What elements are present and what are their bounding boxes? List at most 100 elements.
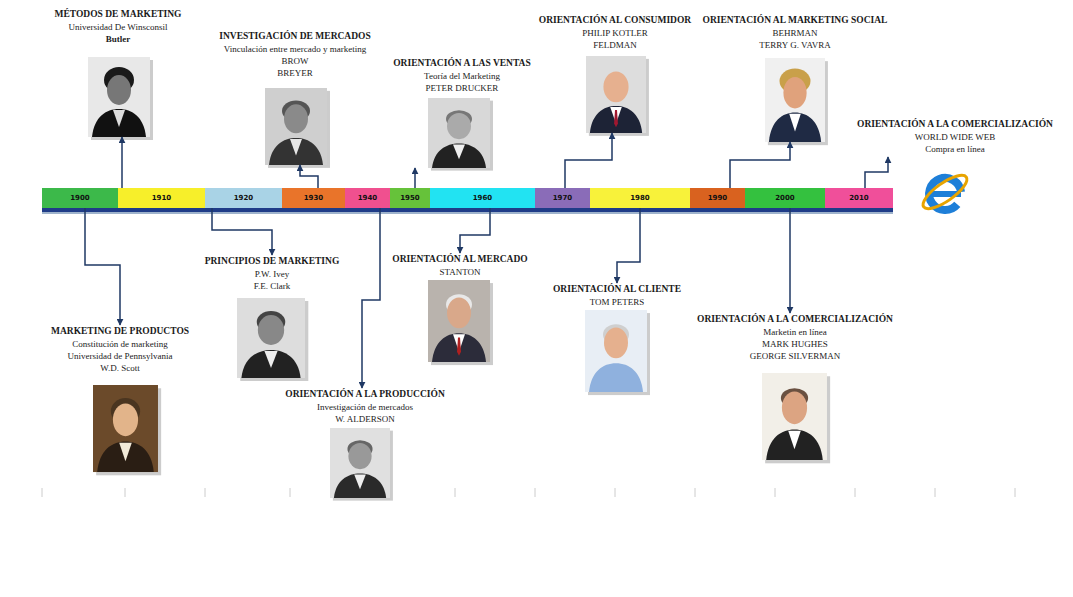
year-segment: 1930 — [282, 188, 345, 208]
entry-detail: BEHRMAN — [703, 27, 888, 39]
portrait-photo — [428, 98, 493, 171]
year-label: 1970 — [553, 194, 572, 202]
entry-detail: Vinculación entre mercado y marketing — [219, 43, 371, 55]
portrait-photo — [765, 58, 828, 145]
body — [432, 333, 486, 362]
collar — [290, 139, 302, 155]
tie — [457, 337, 461, 355]
timeline-connector — [300, 165, 318, 188]
portrait-photo — [330, 428, 393, 501]
timeline-connector — [789, 208, 791, 313]
photo-ground — [88, 57, 150, 137]
entry-heading: ORIENTACIÓN AL MERCADO — [392, 253, 528, 266]
photo-ground — [265, 88, 327, 165]
timeline-entry: MARKETING DE PRODUCTOSConstitución de ma… — [49, 325, 192, 472]
entry-detail: STANTON — [392, 266, 528, 278]
entry-heading: MARKETING DE PRODUCTOS — [51, 325, 190, 338]
timeline-entry: INVESTIGACIÓN DE MERCADOSVinculación ent… — [217, 30, 373, 165]
entry-detail: Investigación de mercados — [285, 401, 445, 413]
timeline-entry: PRINCIPIOS DE MARKETINGP.W. IveyF.E. Cla… — [203, 255, 342, 378]
portrait-photo — [265, 88, 330, 168]
timeline-connector — [460, 208, 490, 253]
entry-detail: WORLD WIDE WEB — [857, 131, 1053, 143]
photo-ground — [585, 310, 647, 392]
face — [447, 113, 471, 139]
timeline-entry: MÉTODOS DE MARKETINGUniversidad De Winsc… — [52, 8, 184, 137]
entry-heading: ORIENTACIÓN AL CLIENTE — [553, 283, 682, 296]
year-label: 2000 — [775, 194, 794, 202]
timeline-connector — [565, 133, 612, 188]
entry-detail: Universidad de Pennsylvania — [51, 350, 190, 362]
entry-detail: Universidad De Winsconsil — [54, 21, 182, 33]
year-label: 1980 — [630, 194, 649, 202]
body — [334, 474, 386, 499]
collar — [788, 431, 801, 449]
timeline-entry: ORIENTACIÓN A LA COMERCIALIZACIÓNMarketi… — [695, 313, 895, 460]
collar — [354, 474, 366, 489]
tie — [614, 110, 618, 127]
year-label: 1900 — [70, 194, 89, 202]
timeline-connector — [730, 142, 790, 188]
tick — [455, 488, 456, 497]
tick — [535, 488, 536, 497]
year-segment: 1990 — [690, 188, 745, 208]
year-segment: 2010 — [825, 188, 893, 208]
collar — [113, 110, 125, 127]
entry-detail: TOM PETERS — [553, 296, 682, 308]
entry-detail: Compra en línea — [857, 143, 1053, 155]
year-segment: 1970 — [535, 188, 590, 208]
tick — [1015, 488, 1016, 497]
timeline-connector — [617, 208, 640, 283]
timeline-entry: ORIENTACIÓN AL CONSUMIDORPHILIP KOTLERFE… — [537, 14, 694, 133]
year-label: 1910 — [152, 194, 171, 202]
timeline-entry: ORIENTACIÓN AL MERCADOSTANTON — [390, 253, 530, 362]
face — [604, 327, 628, 358]
tick — [42, 488, 43, 497]
entry-detail: BROW — [219, 55, 371, 67]
scale-ticks — [42, 488, 1015, 497]
tick — [125, 488, 126, 497]
timeline-entry: ORIENTACIÓN A LAS VENTASTeoría del Marke… — [391, 57, 533, 168]
entry-detail: P.W. Ivey — [205, 268, 340, 280]
photo-ground — [586, 56, 646, 133]
year-segment: 2000 — [745, 188, 825, 208]
body — [269, 138, 323, 165]
tick — [855, 488, 856, 497]
browser-logo — [919, 170, 972, 215]
year-segment: 1900 — [42, 188, 118, 208]
photo-ground — [428, 98, 490, 168]
entry-heading: INVESTIGACIÓN DE MERCADOS — [219, 30, 371, 43]
entry-detail: Butler — [54, 33, 182, 45]
entry-detail: Constitución de marketing — [51, 338, 190, 350]
body — [92, 109, 146, 137]
timeline-entry: ORIENTACIÓN A LA PRODUCCIÓNInvestigación… — [283, 388, 447, 500]
timeline-connector — [414, 168, 416, 188]
face — [113, 403, 138, 436]
timeline-entry: ORIENTACIÓN A LA COMERCIALIZACIÓNWORLD W… — [855, 118, 1055, 157]
body — [766, 430, 823, 460]
entry-detail: MARK HUGHES — [697, 338, 893, 350]
timeline-connector — [85, 208, 120, 325]
year-label: 1930 — [304, 194, 323, 202]
timeline-connector — [362, 208, 380, 388]
photo-ground — [762, 373, 827, 460]
tick — [205, 488, 206, 497]
year-label: 1990 — [708, 194, 727, 202]
year-label: 1960 — [473, 194, 492, 202]
entry-heading: MÉTODOS DE MARKETING — [54, 8, 182, 21]
entry-heading: ORIENTACIÓN A LA COMERCIALIZACIÓN — [697, 313, 893, 326]
entry-detail: GEORGE SILVERMAN — [697, 350, 893, 362]
collar — [453, 144, 465, 159]
portrait-photo — [428, 280, 493, 365]
timeline-connector — [121, 137, 123, 188]
tick — [290, 488, 291, 497]
entry-heading: ORIENTACIÓN AL CONSUMIDOR — [539, 14, 692, 27]
body — [589, 363, 643, 392]
year-label: 1940 — [358, 194, 377, 202]
timeline-connector — [865, 157, 888, 188]
photo-ground — [428, 280, 490, 362]
entry-heading: PRINCIPIOS DE MARKETING — [205, 255, 340, 268]
year-label: 1950 — [400, 194, 419, 202]
